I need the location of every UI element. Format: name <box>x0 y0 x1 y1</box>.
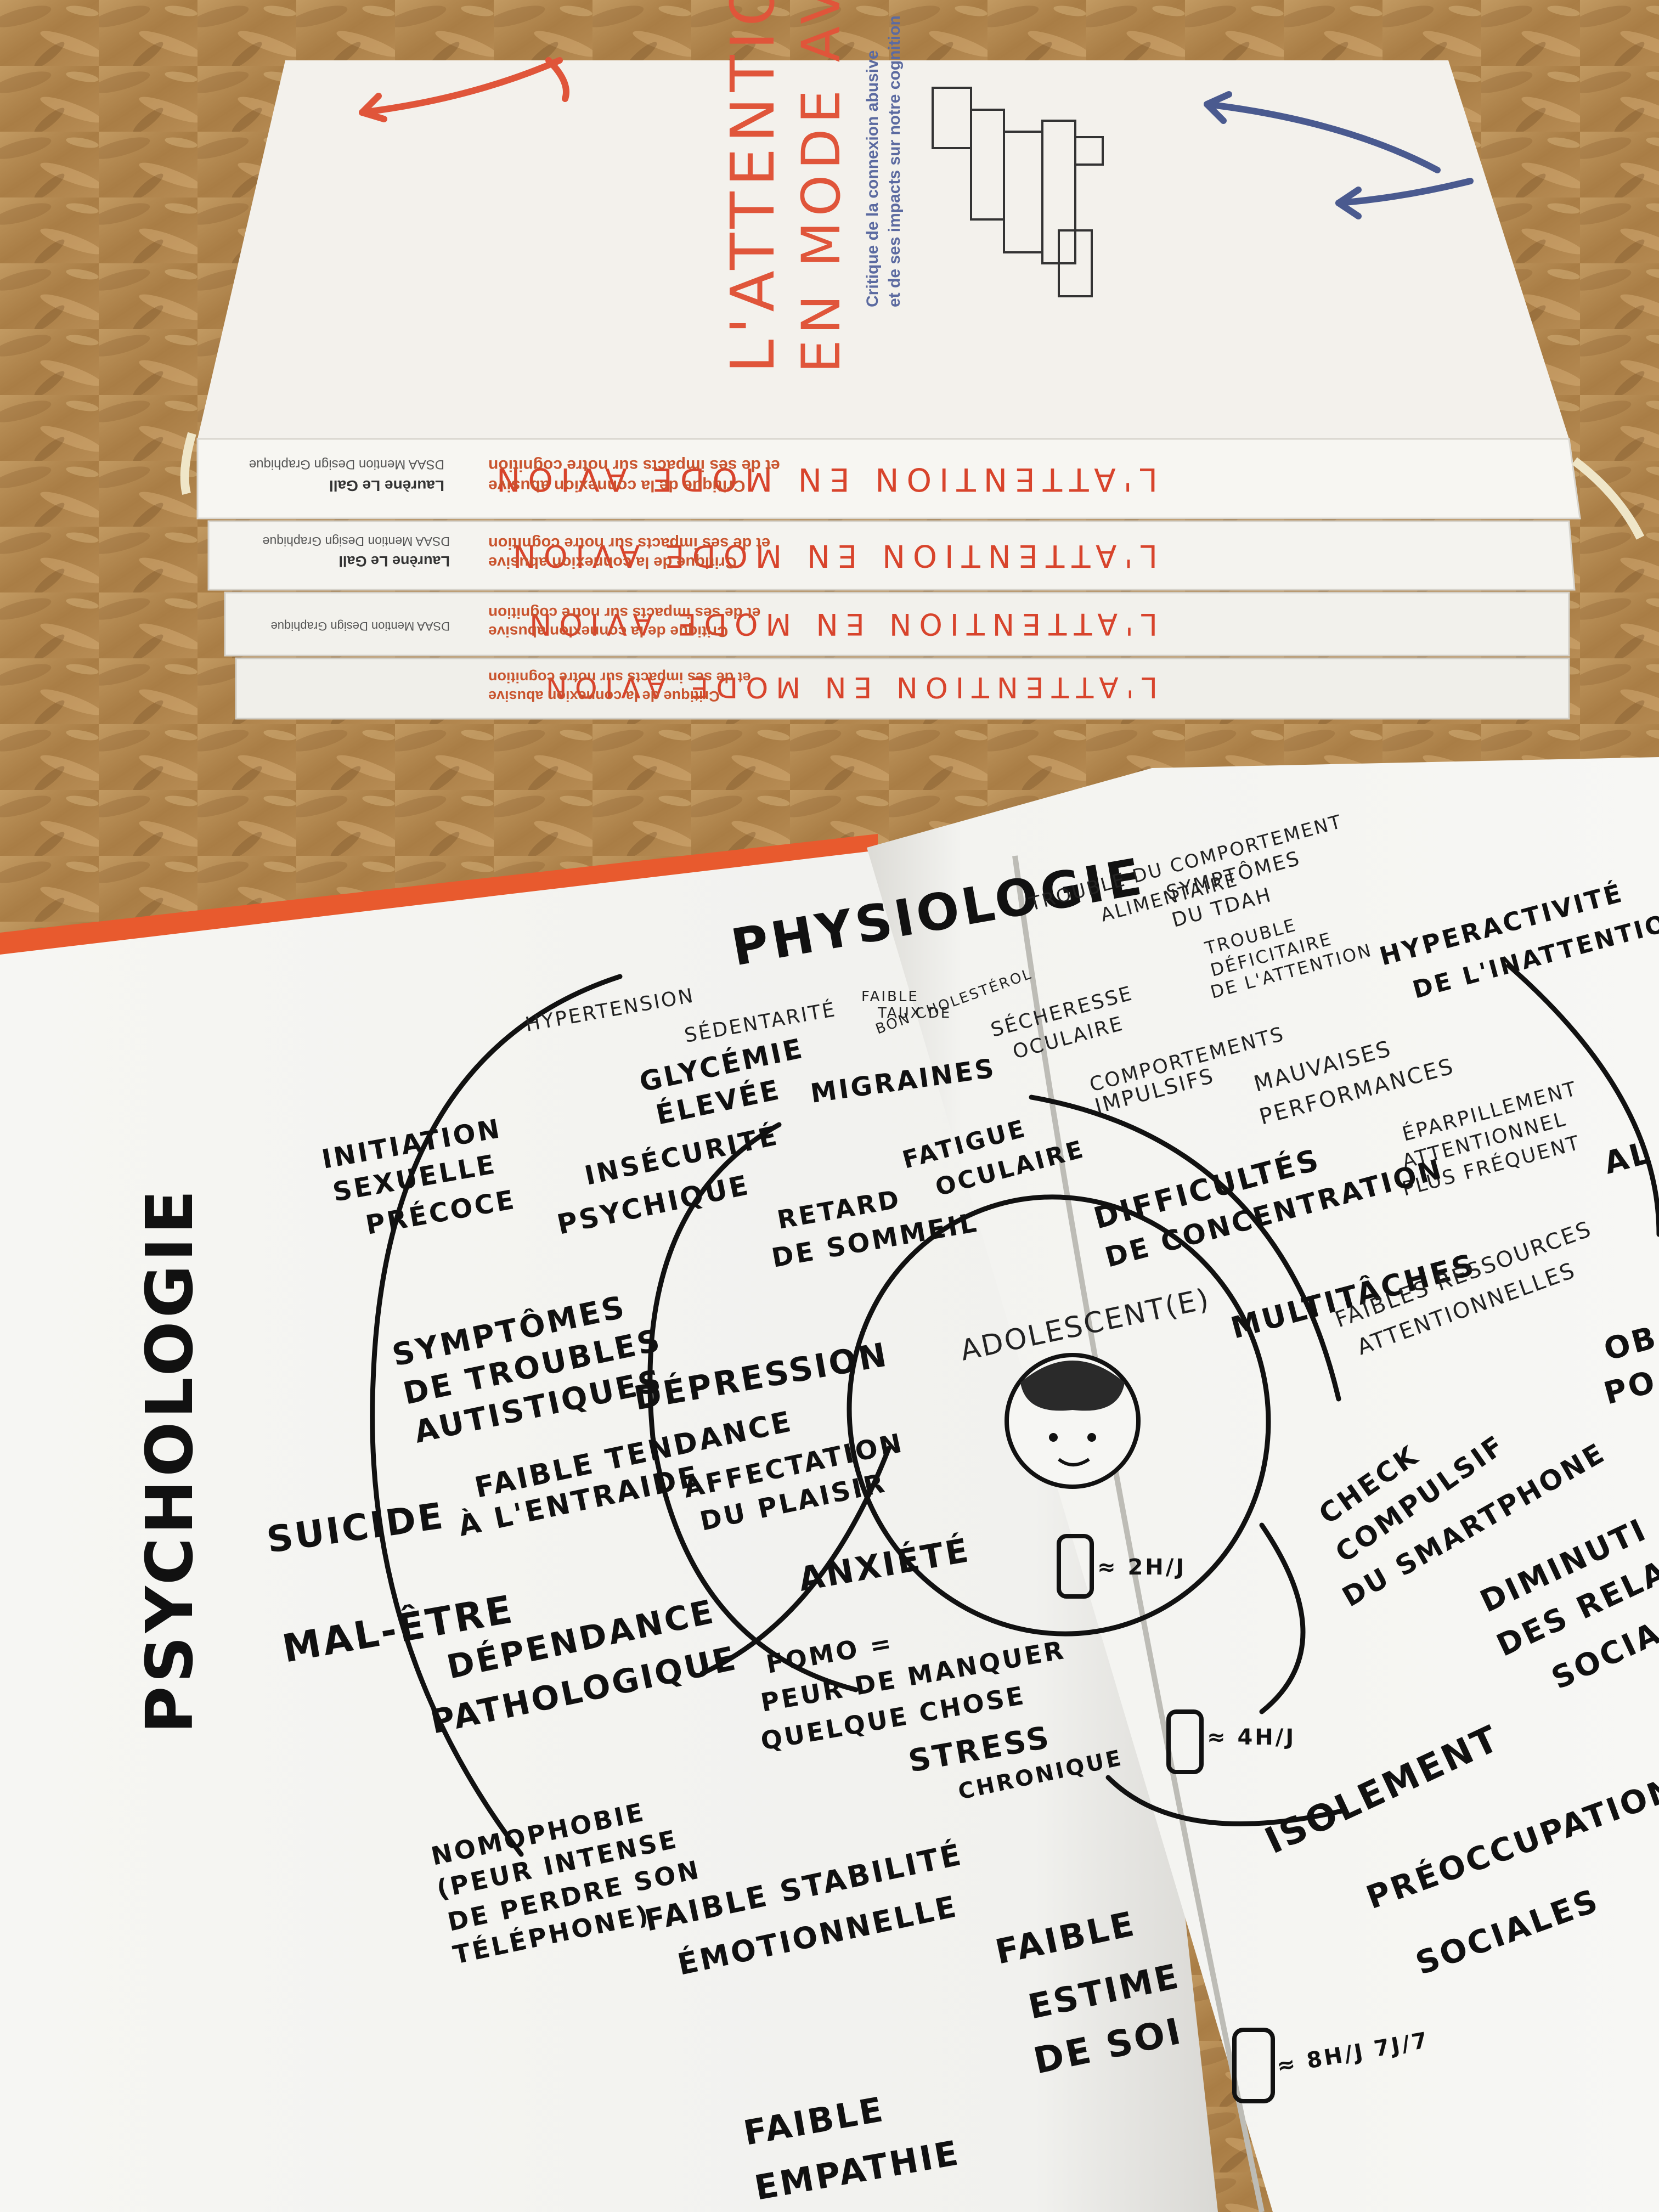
spine-2-sub1: Critique de la connexion abusive <box>488 554 737 571</box>
spine-4: L'ATTENTION EN MODE AVION Critique de la… <box>235 657 1570 720</box>
ribbon-bookmark <box>180 432 196 495</box>
spine-3-sub1: Critique de la connexion abusive <box>488 623 728 640</box>
spine-1-school: DSAA Mention Design Graphique <box>249 457 444 472</box>
ribbon-bookmark <box>1572 457 1645 540</box>
spine-4-sub1: Critique de la connexion abusive <box>488 688 720 704</box>
spine-1: L'ATTENTION EN MODE AVION Laurène Le Gal… <box>196 438 1581 520</box>
spine-2-author: Laurène Le Gall <box>338 553 450 569</box>
book-cover <box>198 60 1569 439</box>
cover-arrows <box>359 57 1474 219</box>
spine-2-school: DSAA Mention Design Graphique <box>263 534 450 549</box>
label: TAUX DE <box>877 1005 951 1022</box>
spine-3-school: DSAA Mention Design Graphique <box>270 619 450 633</box>
spine-4-title: L'ATTENTION EN MODE AVION <box>538 670 1158 703</box>
book-stack: L'ATTENTION EN MODE AVION Critique de la… <box>180 0 1645 720</box>
usage-2h: ≈ 2H/J <box>1097 1555 1186 1580</box>
usage-4h: ≈ 4H/J <box>1207 1725 1296 1750</box>
spine-4-sub2: et de ses impacts sur notre cognition <box>488 669 751 686</box>
map-rings <box>370 963 1659 1857</box>
cover-subtitle-line1: Critique de la connexion abusive <box>864 50 882 307</box>
spine-1-author: Laurène Le Gall <box>329 477 444 494</box>
spine-2-sub2: et de ses impacts sur notre cognition <box>488 534 770 552</box>
spine-3-title: L'ATTENTION EN MODE AVION <box>522 607 1158 641</box>
spine-3-sub2: et de ses impacts sur notre cognition <box>488 605 760 622</box>
adolescent-avatar <box>1005 1353 1141 1489</box>
cover-diagram <box>932 87 1104 297</box>
psychologie-title: PSYCHOLOGIE <box>132 1187 207 1734</box>
spine-1-title: L'ATTENTION EN MODE AVION <box>489 461 1158 498</box>
phone-icon: ≈ 4H/J <box>1166 1709 1296 1774</box>
spine-2-title: L'ATTENTION EN MODE AVION <box>505 538 1158 573</box>
phone-icon: ≈ 2H/J <box>1057 1534 1186 1599</box>
spine-2: L'ATTENTION EN MODE AVION Laurène Le Gal… <box>207 520 1576 591</box>
right-page <box>867 757 1659 2212</box>
cover-title-line2: EN MODE AVION <box>791 0 852 373</box>
spine-1-sub1: Critique de la connexion abusive <box>488 477 745 495</box>
open-book <box>0 757 1659 2212</box>
label: FAIBLE <box>861 989 919 1005</box>
cover-title-line1: L'ATTENTION <box>718 0 788 373</box>
left-page <box>0 850 1218 2212</box>
cover-subtitle-line2: et de ses impacts sur notre cognition <box>885 15 904 307</box>
spine-1-sub2: et de ses impacts sur notre cognition <box>488 456 780 475</box>
spine-3: L'ATTENTION EN MODE AVION DSAA Mention D… <box>224 591 1570 657</box>
